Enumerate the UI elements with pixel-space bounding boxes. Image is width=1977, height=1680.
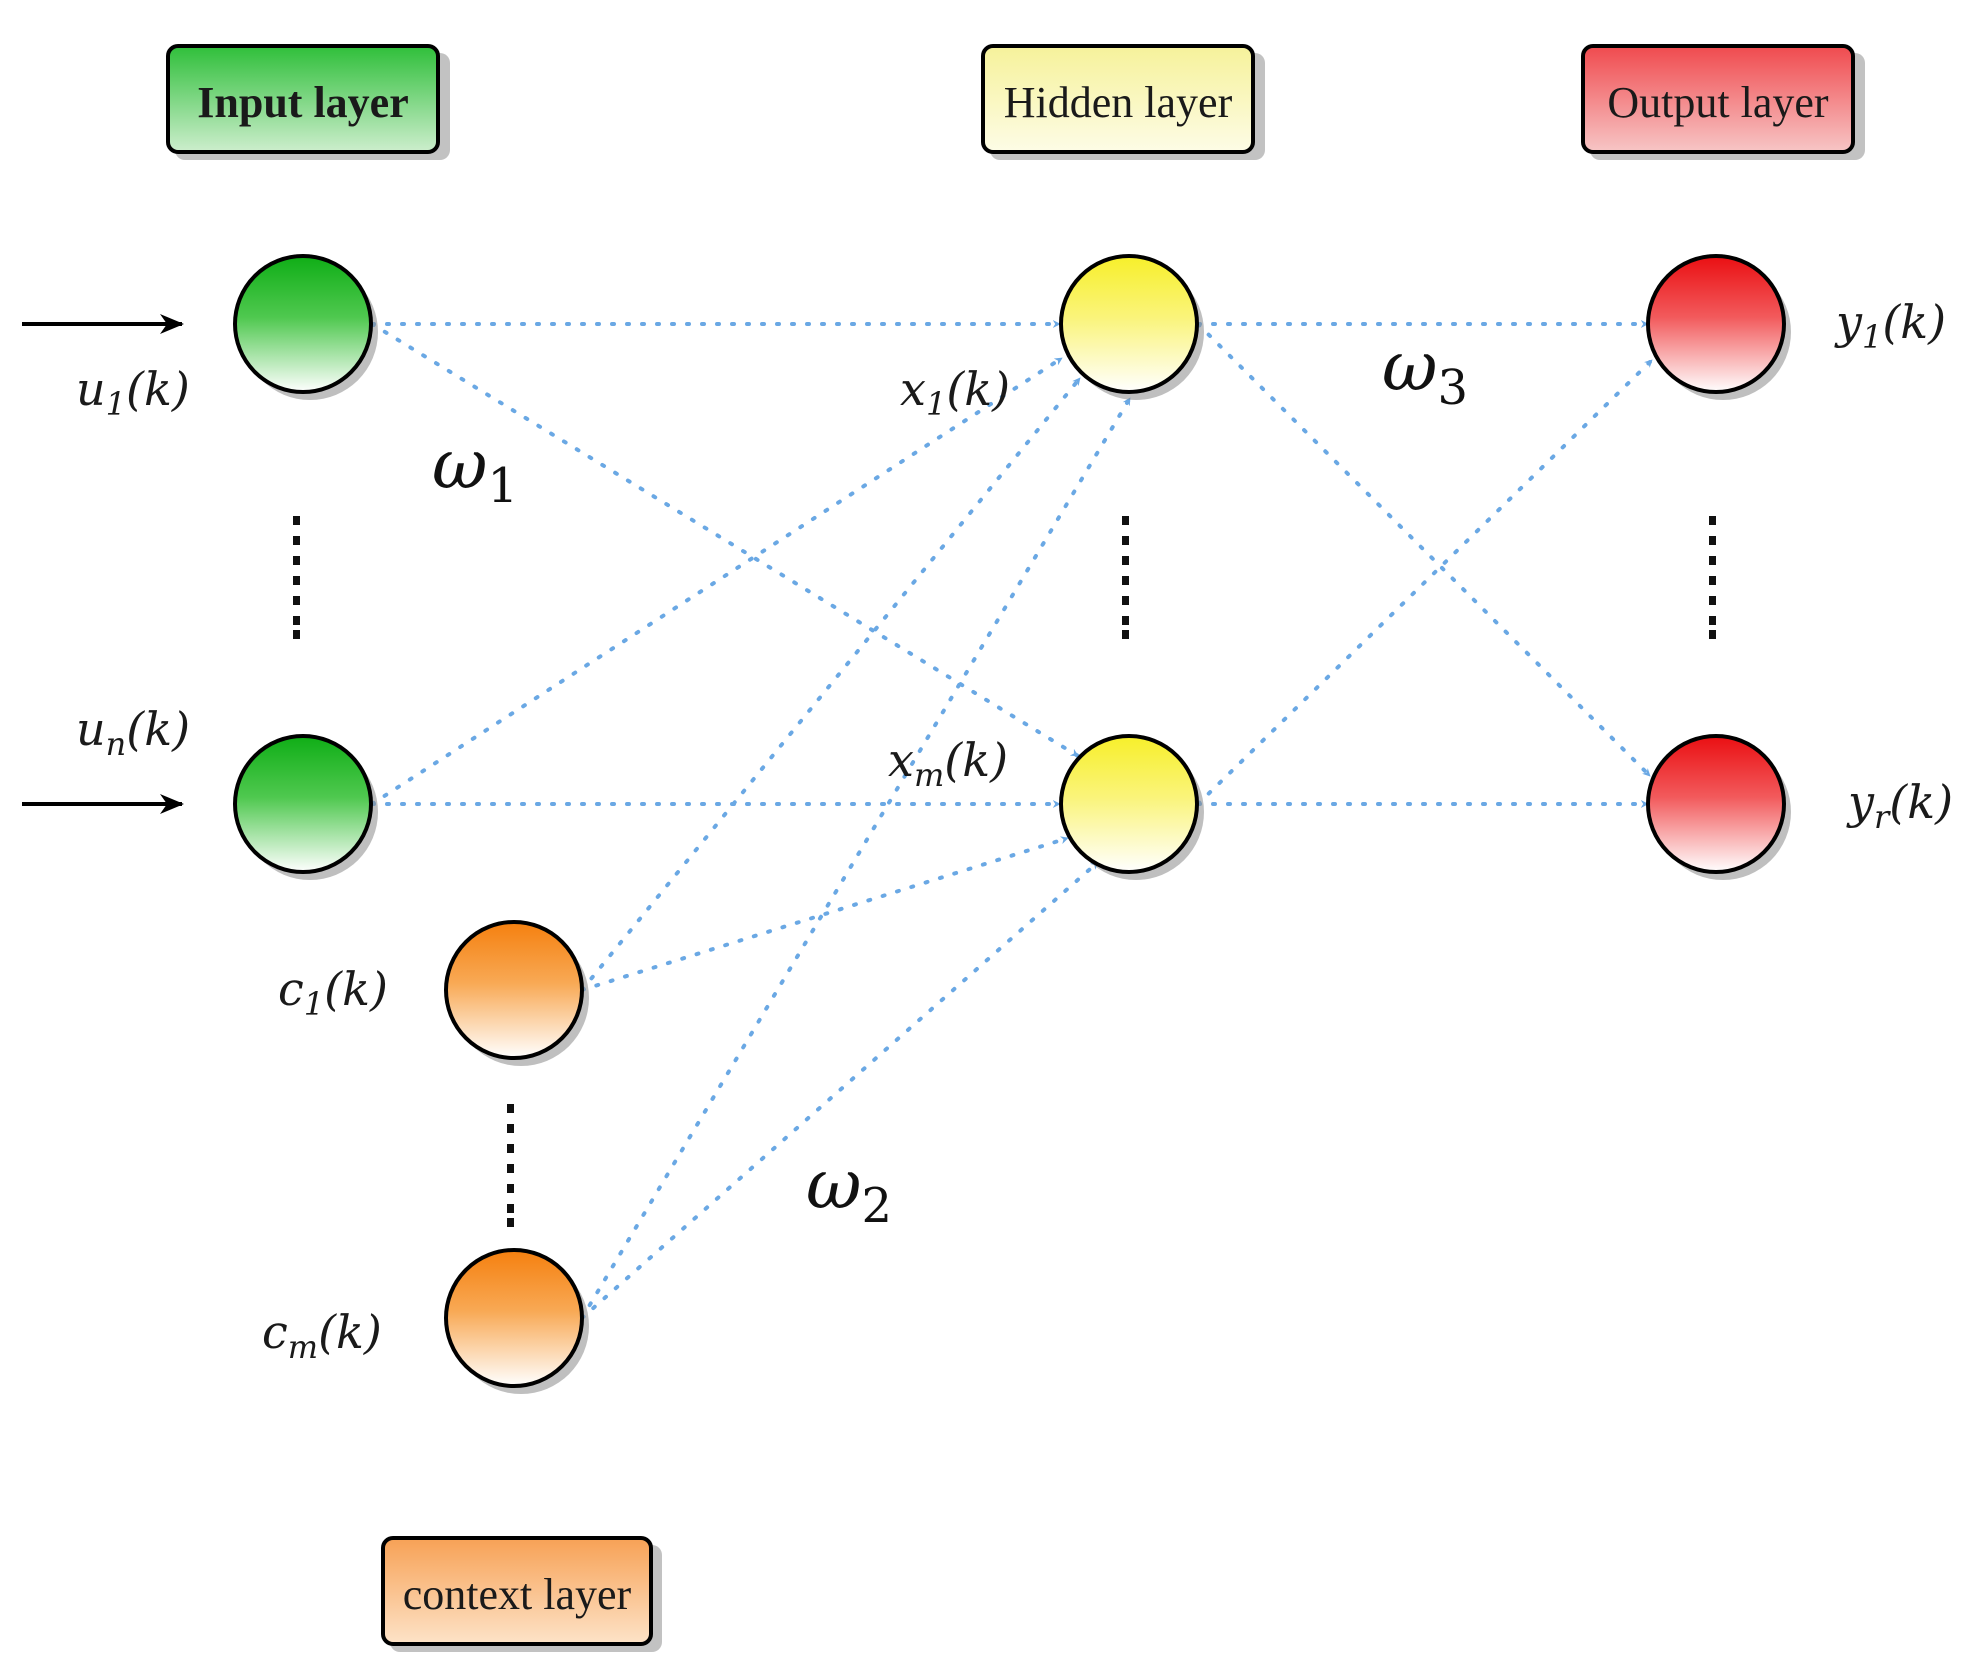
hidden-layer-box: Hidden layer: [981, 44, 1265, 160]
output-layer-box: Output layer: [1581, 44, 1865, 160]
connection-cm-x1: [580, 396, 1132, 1320]
connection-c1-x1: [580, 376, 1082, 992]
weight-label-w2: ω2: [806, 1146, 892, 1234]
connections: [370, 320, 1654, 1320]
output-node-yr: [1646, 734, 1791, 880]
node-label-cm: cm(k): [262, 1305, 382, 1366]
input-node-u1: [233, 254, 378, 400]
context-node-c1: [444, 920, 589, 1066]
node-label-u1: u1(k): [76, 362, 190, 423]
hidden-node-xm: [1059, 734, 1204, 880]
output-node-y1: [1646, 254, 1791, 400]
hidden-ellipsis: [1122, 516, 1129, 639]
context-layer-box: context layer: [381, 1536, 662, 1652]
connection-cm-xm: [580, 860, 1100, 1320]
node-label-c1: c1(k): [278, 962, 388, 1023]
output-ellipsis: [1709, 516, 1716, 639]
node-label-x1: x1(k): [900, 362, 1010, 423]
hidden-node-x1: [1059, 254, 1204, 400]
connection-x1-yr: [1196, 322, 1652, 778]
weight-label-w1: ω1: [432, 426, 518, 514]
input-node-un: [233, 734, 378, 880]
weight-label-w3: ω3: [1382, 328, 1468, 416]
hidden-layer-label: Hidden layer: [1004, 78, 1233, 127]
connection-c1-xm: [580, 836, 1070, 992]
node-label-yr: yr(k): [1846, 775, 1953, 836]
node-label-y1: y1(k): [1834, 295, 1946, 356]
output-layer-label: Output layer: [1607, 78, 1829, 127]
node-label-xm: xm(k): [888, 733, 1008, 794]
node-label-un: un(k): [76, 702, 190, 763]
context-node-cm: [444, 1248, 589, 1394]
input-ellipsis: [293, 516, 300, 639]
connection-un-x1: [370, 356, 1064, 806]
input-layer-label: Input layer: [197, 78, 408, 127]
context-layer-label: context layer: [403, 1570, 632, 1619]
input-layer-box: Input layer: [166, 44, 450, 160]
context-ellipsis: [507, 1104, 514, 1227]
connection-xm-y1: [1196, 358, 1654, 806]
